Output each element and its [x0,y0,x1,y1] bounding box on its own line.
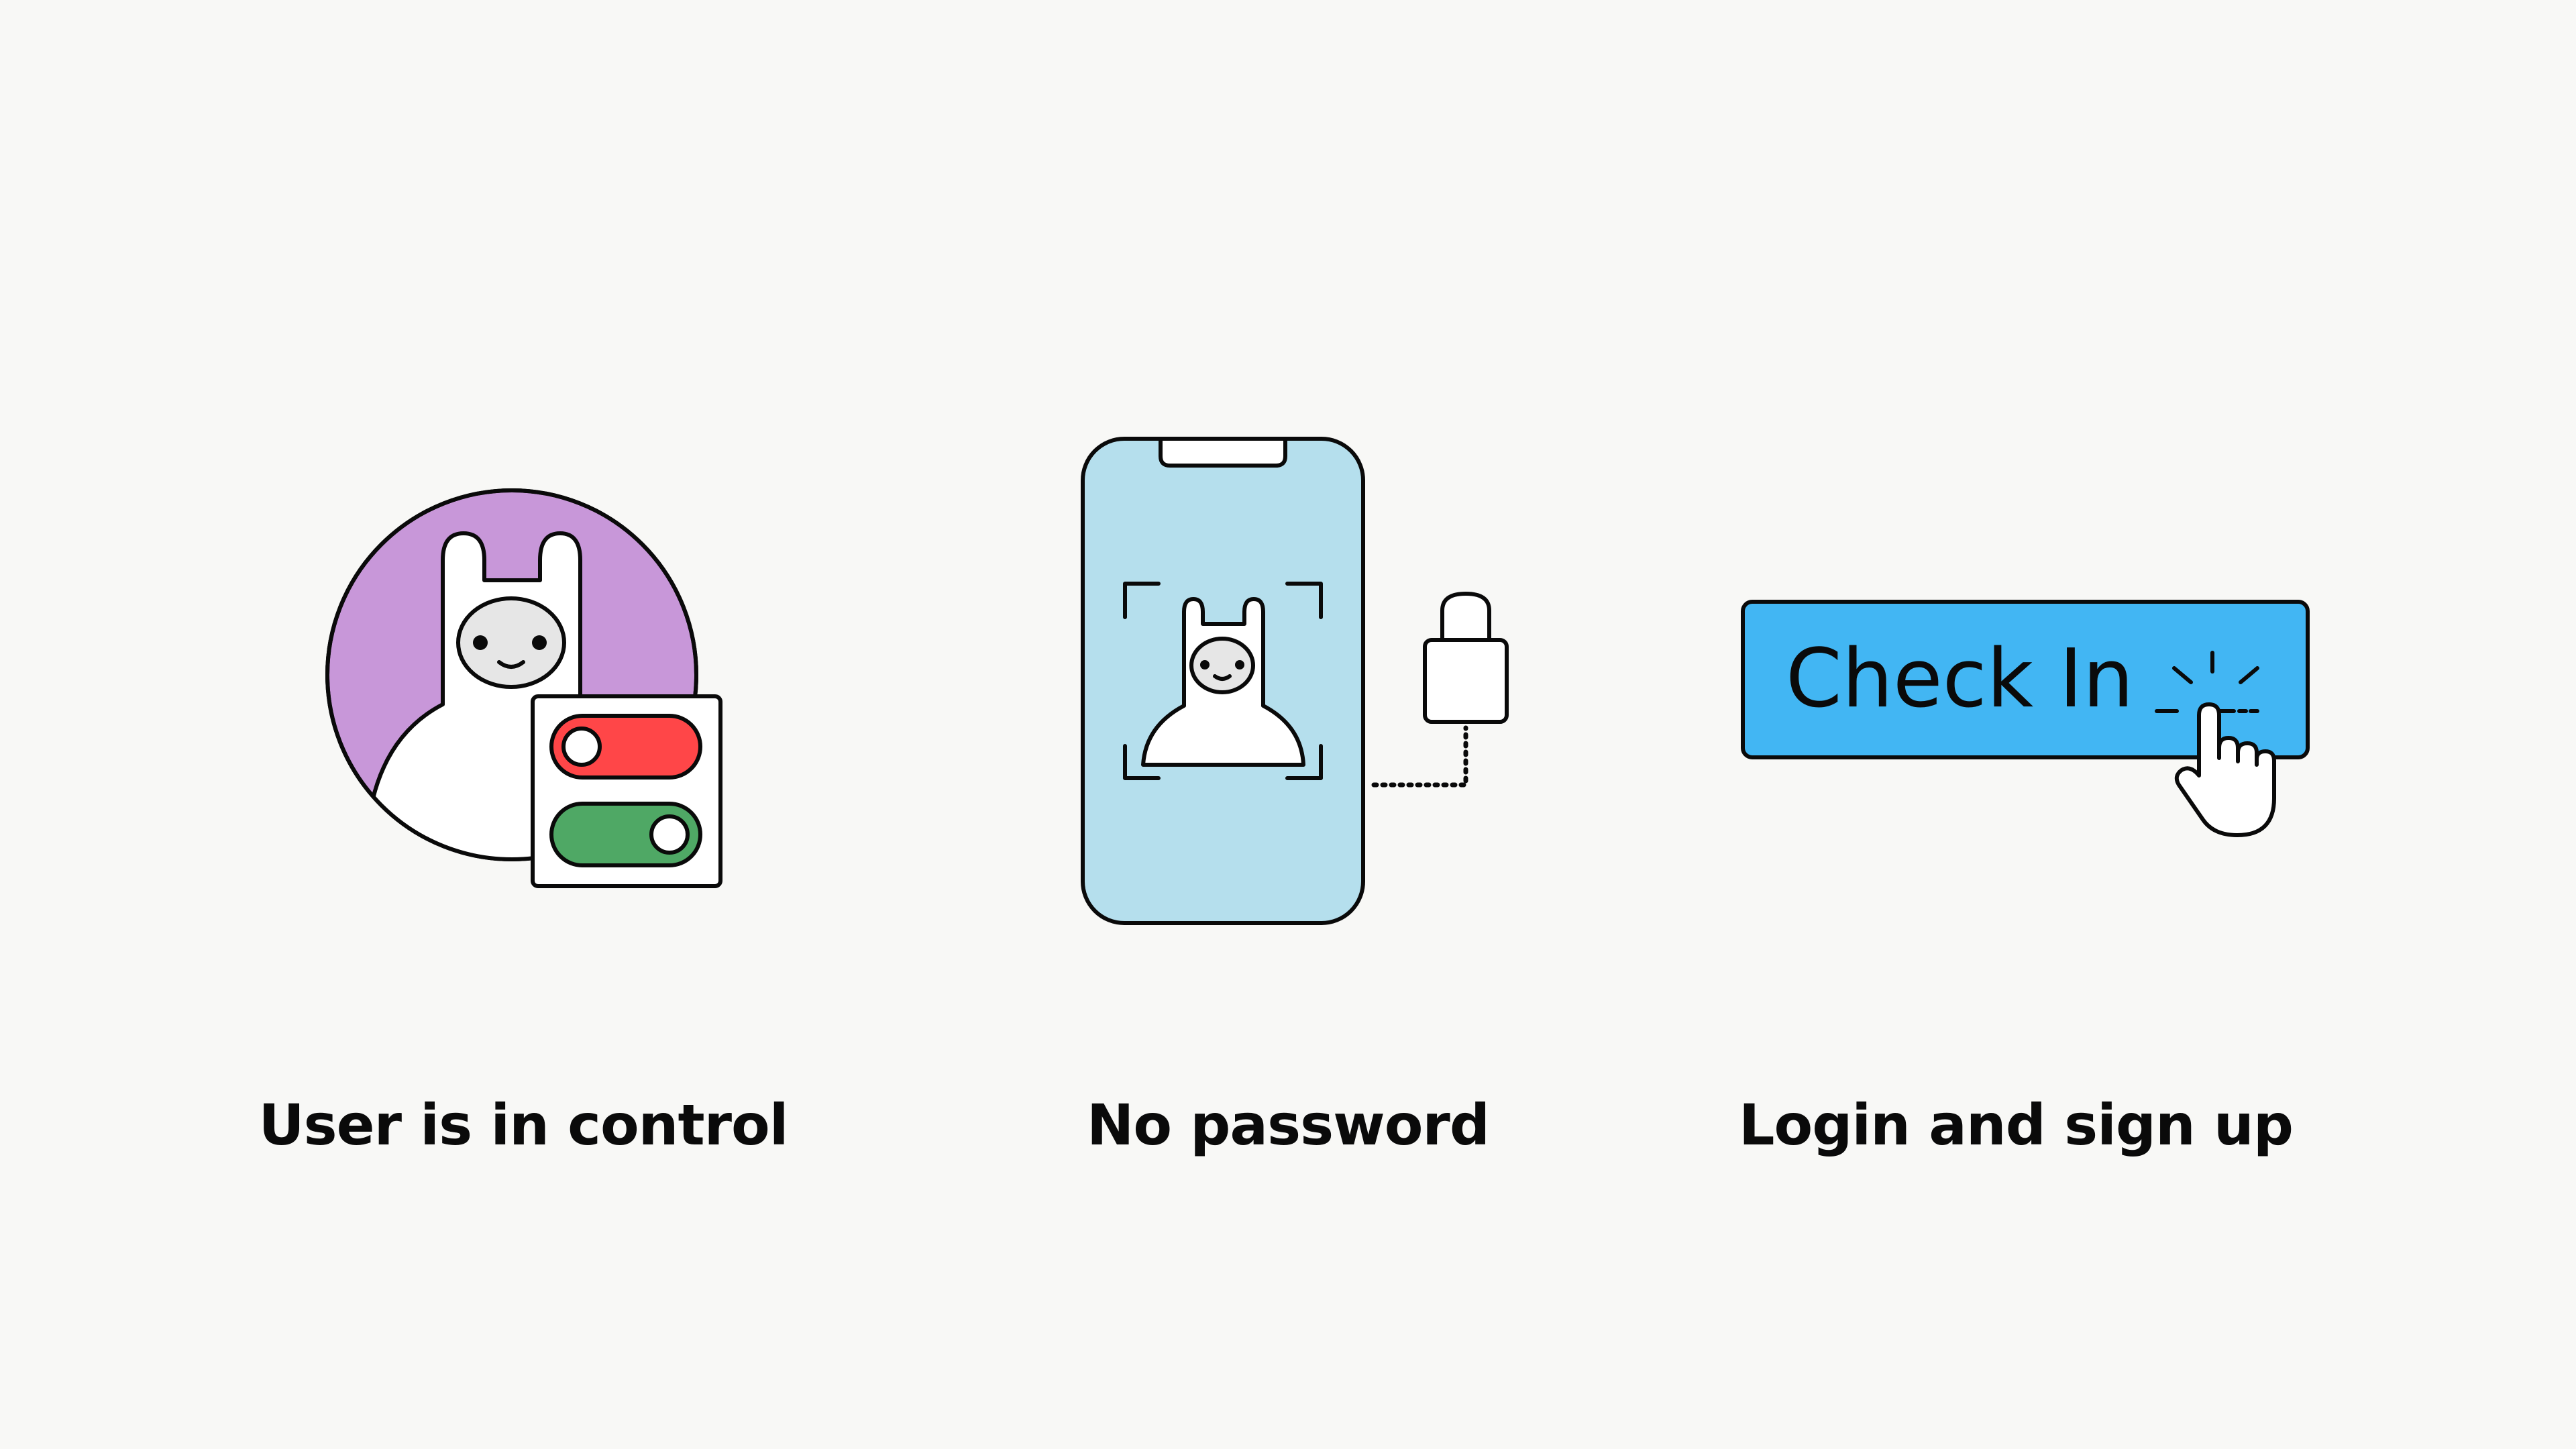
feature-caption-user-control: User is in control [258,1092,788,1158]
lock-connector [1371,725,1468,788]
avatar-face [456,596,566,689]
padlock-body [1423,638,1509,724]
scan-avatar-left-eye [1200,660,1210,669]
check-in-button[interactable] [1741,600,2310,759]
click-burst [2155,651,2259,713]
scan-avatar-right-eye [1235,660,1244,669]
phone-face-scan-lock-icon [1081,437,1509,925]
avatar-left-eye [473,635,488,650]
check-in-button-click-icon: Check In [1741,600,2310,837]
toggle-on-knob [649,814,690,855]
toggle-off-knob [561,727,602,767]
check-in-button-label: Check In [1786,633,2134,726]
avatar-with-toggles-icon [325,488,722,888]
feature-caption-no-password: No password [1087,1092,1490,1158]
avatar-right-eye [532,635,547,650]
hand-cursor-icon [2174,702,2276,837]
phone-notch [1159,439,1287,468]
avatar-smile [497,660,525,669]
padlock-shackle [1440,592,1491,643]
scan-avatar-smile [1213,674,1232,681]
scan-avatar-face [1189,637,1255,694]
face-scan-frame [1123,582,1323,780]
feature-caption-login-signup: Login and sign up [1739,1092,2294,1158]
